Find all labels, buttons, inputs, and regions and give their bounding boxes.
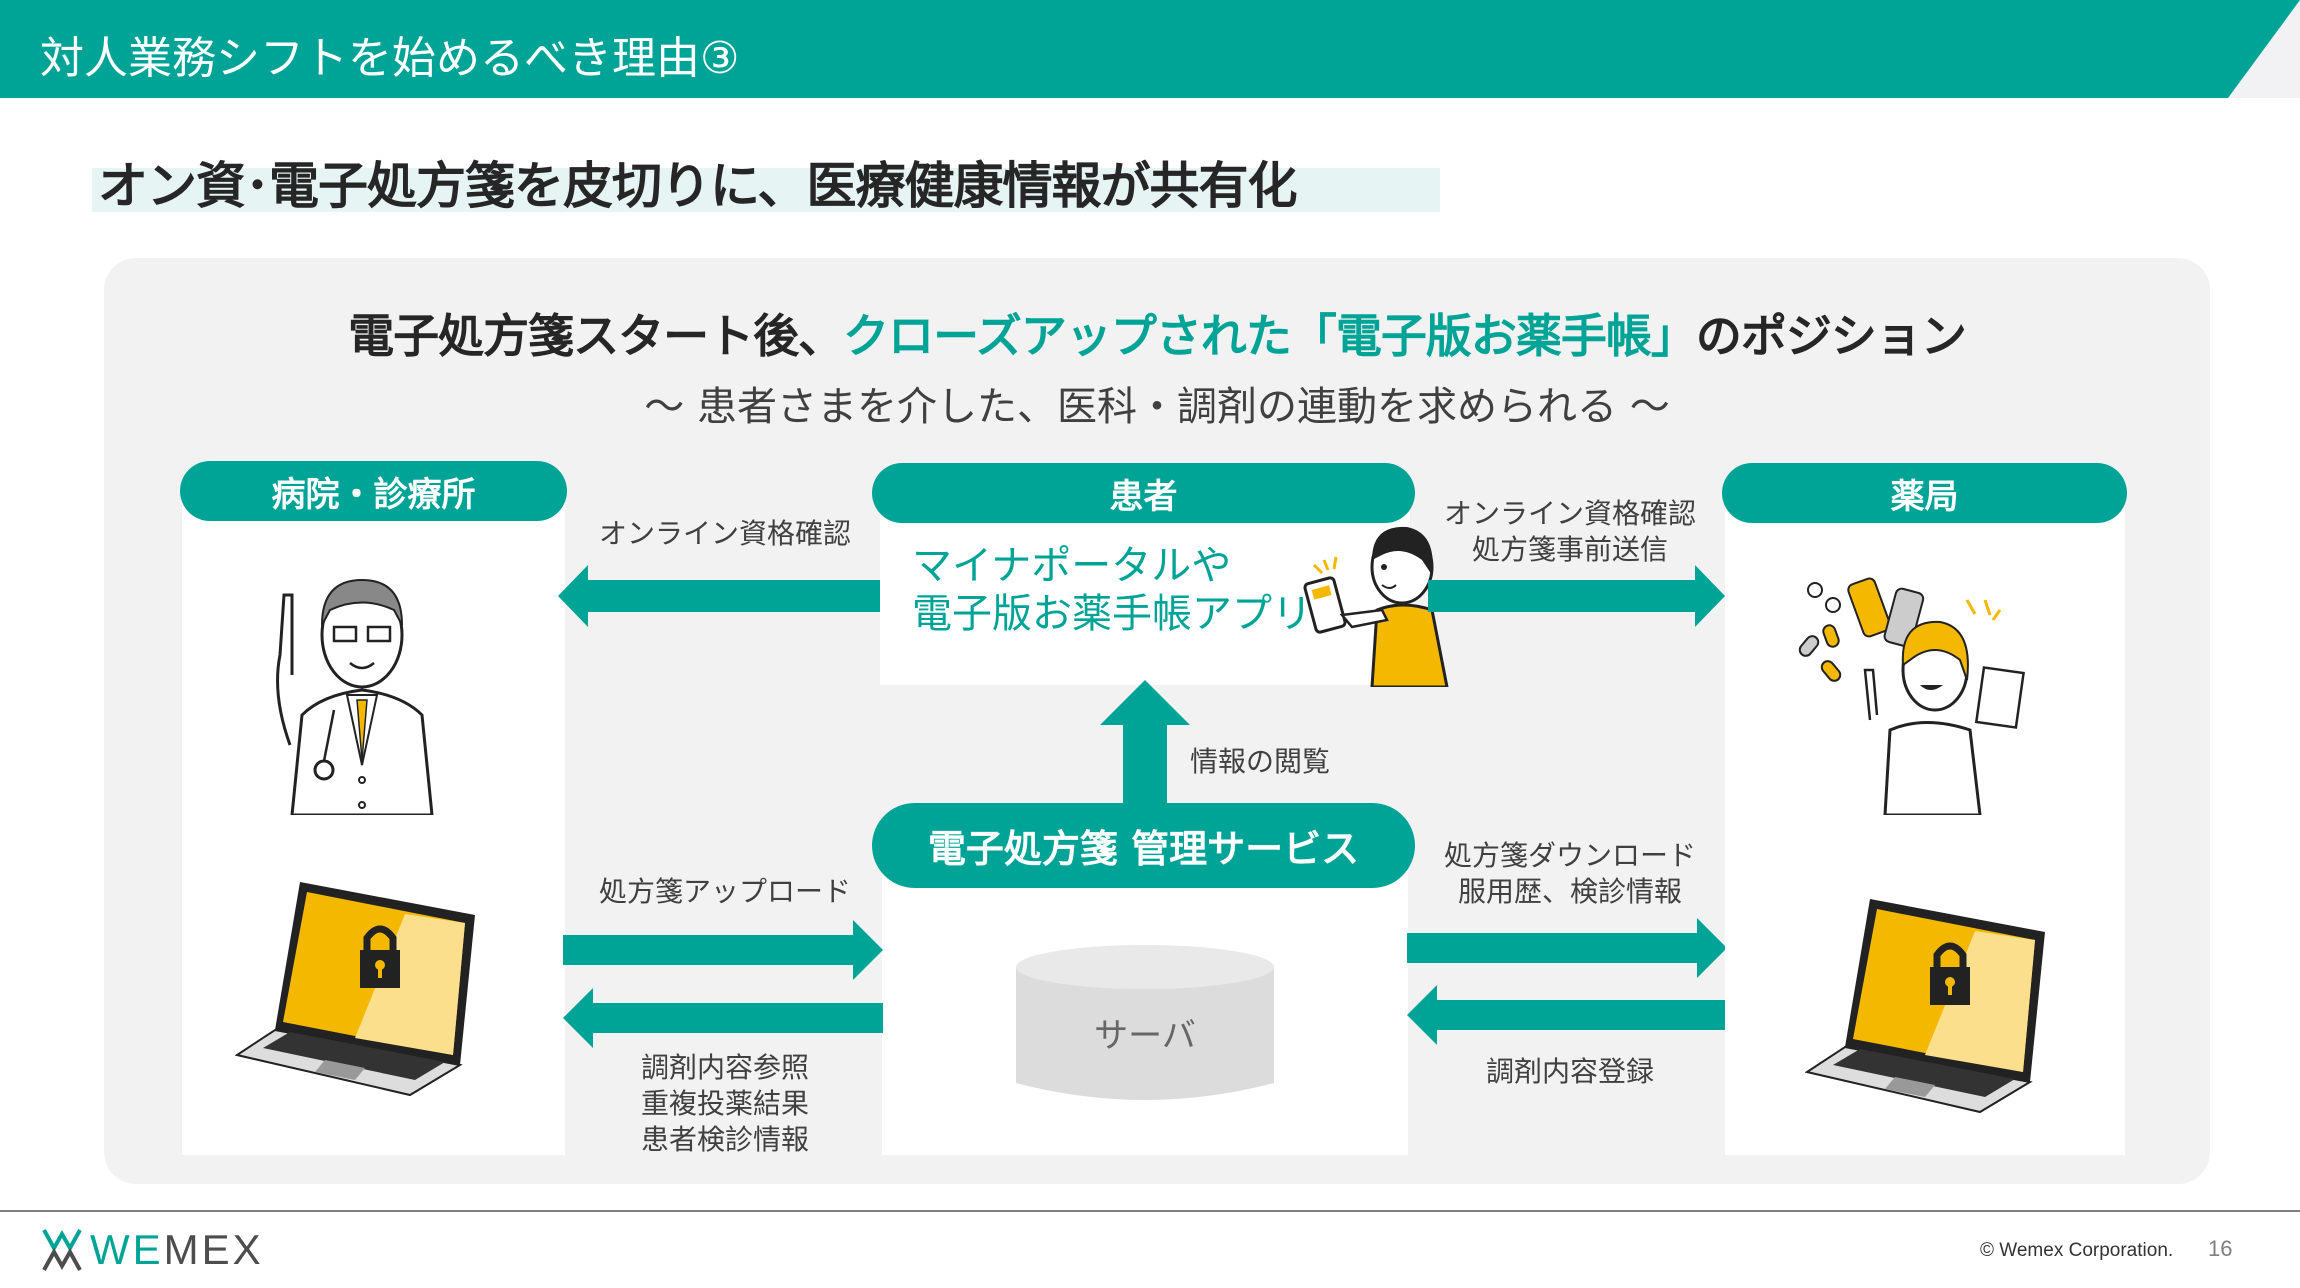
- patient-with-smartphone-illustration: [1302, 515, 1452, 689]
- flow-label-hospital-upload: 処方箋アップロード: [598, 875, 851, 908]
- page-number: 16: [2208, 1236, 2233, 1261]
- copyright: © Wemex Corporation.: [1980, 1240, 2174, 1261]
- panel-title-part1: 電子処方箋スタート後、: [348, 309, 844, 363]
- header-bar: [0, 0, 2300, 98]
- subheading-highlight: [92, 168, 1440, 212]
- laptop-lock-illustration-hospital: [234, 880, 480, 1100]
- flow-label-service-to-hospital: 調剤内容参照 重複投薬結果 患者検診情報: [580, 1050, 870, 1158]
- pharmacist-illustration: [1795, 570, 2055, 817]
- patient-header: 患者: [872, 463, 1415, 523]
- flow-label-service-to-hospital-line1: 調剤内容参照: [640, 1051, 809, 1084]
- patient-app-text: マイナポータルや 電子版お薬手帳アプリ: [912, 542, 1312, 638]
- flow-label-service-to-patient: 情報の閲覧: [1190, 745, 1331, 778]
- wemex-logo-icon: [42, 1229, 82, 1271]
- patient-app-line1: マイナポータルや: [912, 543, 1232, 589]
- arrow-pharmacy-register: [1407, 985, 1727, 1045]
- panel-title-part2: のポジション: [1695, 309, 1967, 363]
- flow-label-patient-to-hospital: オンライン資格確認: [598, 517, 851, 550]
- flow-label-service-to-pharmacy: 処方箋ダウンロード 服用歴、検診情報: [1420, 838, 1720, 910]
- arrow-service-to-patient: [1100, 680, 1190, 805]
- logo-text-mex: MEX: [163, 1226, 264, 1273]
- flow-label-patient-to-pharmacy: オンライン資格確認 処方箋事前送信: [1420, 496, 1720, 568]
- arrow-hospital-upload: [563, 920, 883, 980]
- arrow-patient-to-pharmacy: [1428, 565, 1725, 627]
- arrow-service-to-hospital: [563, 988, 883, 1048]
- flow-label-patient-to-pharmacy-line1: オンライン資格確認: [1443, 497, 1696, 530]
- server-icon: [1016, 945, 1274, 1105]
- patient-app-line2: 電子版お薬手帳アプリ: [912, 591, 1312, 637]
- page-title: 対人業務シフトを始めるべき理由③: [40, 33, 740, 84]
- flow-label-service-to-pharmacy-line1: 処方箋ダウンロード: [1443, 839, 1696, 872]
- server-label: サーバ: [1094, 1016, 1196, 1056]
- arrow-service-to-pharmacy: [1407, 918, 1727, 978]
- flow-label-service-to-hospital-line2: 重複投薬結果: [640, 1087, 809, 1120]
- arrow-patient-to-hospital: [558, 565, 880, 627]
- doctor-illustration: [262, 565, 462, 817]
- service-header: 電子処方箋 管理サービス: [872, 803, 1415, 888]
- laptop-lock-illustration-pharmacy: [1804, 897, 2050, 1117]
- subheading: オン資･電子処方箋を皮切りに、医療健康情報が共有化: [98, 157, 1297, 215]
- flow-label-service-to-pharmacy-line2: 服用歴、検診情報: [1457, 875, 1682, 908]
- panel-title-accent: クローズアップされた「電子版お薬手帳」: [843, 309, 1697, 363]
- logo-text-we: WE: [90, 1226, 164, 1273]
- hospital-header: 病院・診療所: [180, 461, 567, 521]
- footer-divider: [0, 1210, 2300, 1212]
- panel-title: 電子処方箋スタート後、クローズアップされた「電子版お薬手帳」のポジション: [104, 300, 2210, 366]
- flow-label-patient-to-pharmacy-line2: 処方箋事前送信: [1471, 533, 1668, 566]
- wemex-logo: WEMEX: [42, 1226, 264, 1274]
- pharmacy-header: 薬局: [1722, 463, 2127, 523]
- panel-subtitle: ～ 患者さまを介した、医科・調剤の連動を求められる ～: [644, 384, 1670, 430]
- flow-label-service-to-hospital-line3: 患者検診情報: [640, 1123, 809, 1156]
- flow-label-pharmacy-register: 調剤内容登録: [1485, 1055, 1654, 1088]
